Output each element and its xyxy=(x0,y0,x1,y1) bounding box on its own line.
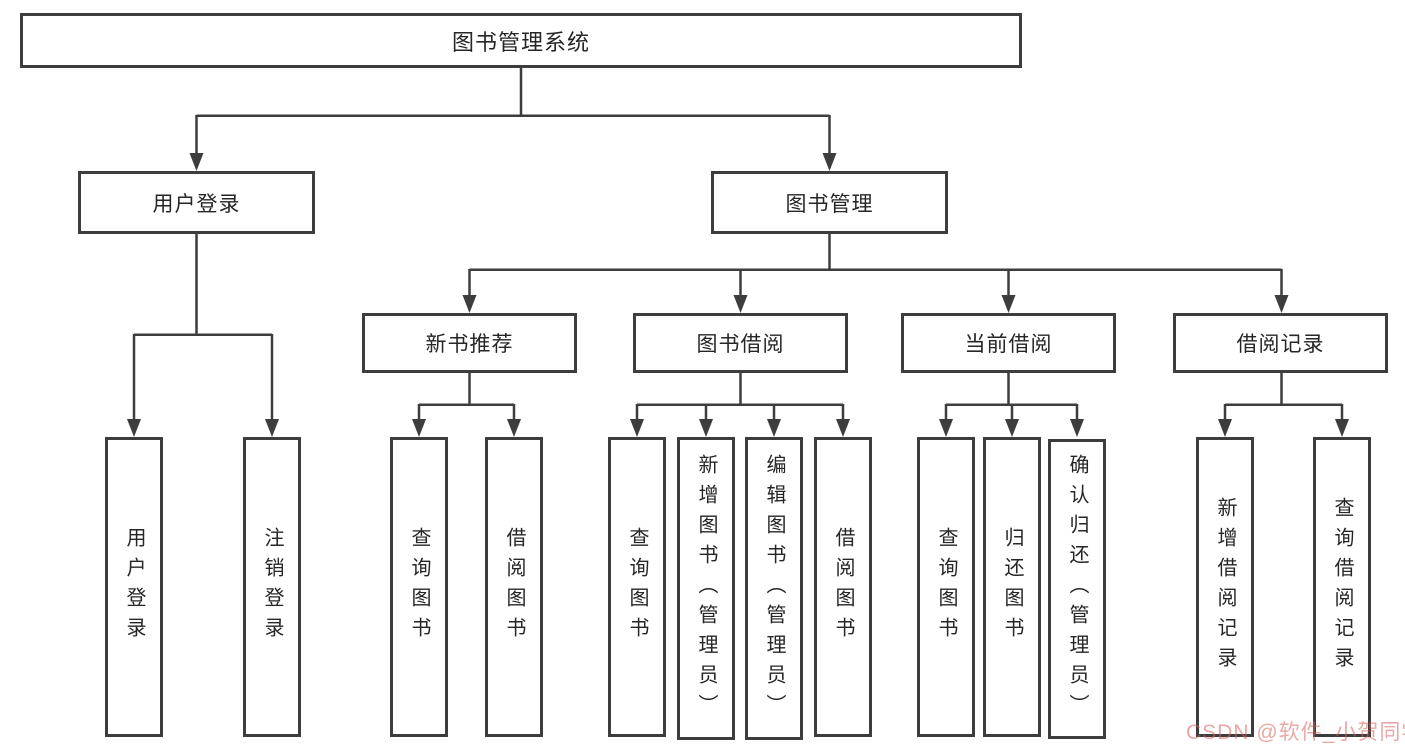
leaf-user-login-label: 用户登录 xyxy=(123,527,145,647)
node-new-book-recommend: 新书推荐 xyxy=(362,313,577,373)
leaf-newbook-query-books-label: 查询图书 xyxy=(408,527,430,647)
node-user-login-label: 用户登录 xyxy=(152,192,241,216)
leaf-current-query-books: 查询图书 xyxy=(917,437,975,737)
connector-user-login-children xyxy=(127,234,279,437)
leaf-current-confirm-return-admin: 确认归还（管理员） xyxy=(1048,439,1106,739)
leaf-current-return-books: 归还图书 xyxy=(983,437,1041,737)
leaf-borrow-edit-books-admin-label: 编辑图书（管理员） xyxy=(763,453,785,724)
node-root-label: 图书管理系统 xyxy=(451,29,590,55)
connector-new-book-children xyxy=(412,373,521,437)
node-current-borrow: 当前借阅 xyxy=(901,313,1116,373)
node-root-system: 图书管理系统 xyxy=(20,13,1022,68)
connector-book-mgmt-to-level3 xyxy=(462,234,1289,313)
leaf-borrow-edit-books-admin: 编辑图书（管理员） xyxy=(745,437,803,740)
node-book-borrow: 图书借阅 xyxy=(633,313,848,373)
leaf-borrow-borrow-books-label: 借阅图书 xyxy=(832,527,854,647)
leaf-borrow-add-books-admin-label: 新增图书（管理员） xyxy=(695,453,717,724)
leaf-newbook-borrow-books: 借阅图书 xyxy=(485,437,543,737)
leaf-logout-label: 注销登录 xyxy=(261,527,283,647)
node-book-borrow-label: 图书借阅 xyxy=(696,333,785,356)
node-borrow-records: 借阅记录 xyxy=(1173,313,1388,373)
node-book-management: 图书管理 xyxy=(711,171,948,234)
leaf-borrow-borrow-books: 借阅图书 xyxy=(814,437,872,737)
leaf-borrow-query-books-label: 查询图书 xyxy=(626,527,648,647)
leaf-current-confirm-return-admin-label: 确认归还（管理员） xyxy=(1066,454,1088,724)
leaf-records-query-record: 查询借阅记录 xyxy=(1313,437,1371,737)
leaf-current-return-books-label: 归还图书 xyxy=(1001,527,1023,647)
leaf-records-query-record-label: 查询借阅记录 xyxy=(1331,497,1353,677)
leaf-records-add-record: 新增借阅记录 xyxy=(1196,437,1254,737)
node-current-borrow-label: 当前借阅 xyxy=(964,333,1053,356)
leaf-newbook-query-books: 查询图书 xyxy=(390,437,448,737)
leaf-records-add-record-label: 新增借阅记录 xyxy=(1214,497,1236,677)
node-new-book-recommend-label: 新书推荐 xyxy=(425,333,514,356)
csdn-watermark: CSDN @软件_小贺同学 xyxy=(1186,721,1405,744)
node-user-login: 用户登录 xyxy=(78,171,315,234)
leaf-newbook-borrow-books-label: 借阅图书 xyxy=(503,527,525,647)
leaf-user-login: 用户登录 xyxy=(105,437,163,737)
connector-current-borrow-children xyxy=(939,373,1084,437)
connector-book-borrow-children xyxy=(630,373,850,437)
leaf-borrow-query-books: 查询图书 xyxy=(608,437,666,737)
leaf-current-query-books-label: 查询图书 xyxy=(935,527,957,647)
leaf-logout: 注销登录 xyxy=(243,437,301,737)
node-book-management-label: 图书管理 xyxy=(785,192,874,216)
leaf-borrow-add-books-admin: 新增图书（管理员） xyxy=(677,437,735,740)
node-borrow-records-label: 借阅记录 xyxy=(1236,333,1325,356)
connector-borrow-records-children xyxy=(1218,373,1349,437)
connector-root-to-level2 xyxy=(189,68,837,171)
